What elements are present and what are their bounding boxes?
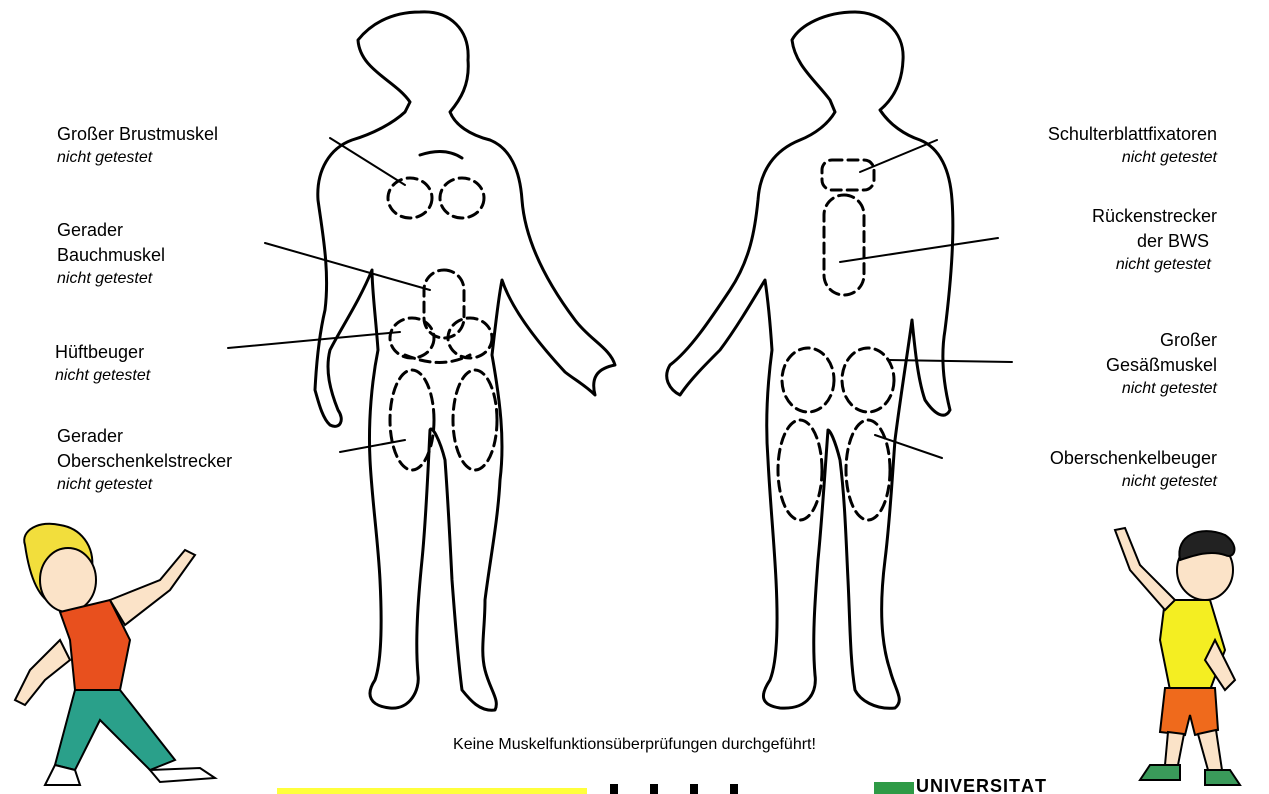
label-name: Hüftbeuger bbox=[55, 342, 144, 362]
label-status: nicht getestet bbox=[1048, 147, 1217, 169]
logo-yellow-bar bbox=[277, 788, 587, 794]
label-status: nicht getestet bbox=[1092, 254, 1217, 276]
label-name-line-1: Gerader bbox=[57, 424, 232, 449]
label-status: nicht getestet bbox=[57, 147, 218, 169]
label-schulterblattfixatoren: Schulterblattfixatoren nicht getestet bbox=[1048, 122, 1217, 169]
label-name: Oberschenkelbeuger bbox=[1050, 448, 1217, 468]
label-status: nicht getestet bbox=[55, 365, 150, 387]
logo-green-block bbox=[874, 782, 914, 794]
label-name-line-2: Oberschenkelstrecker bbox=[57, 449, 232, 474]
label-oberschenkelbeuger: Oberschenkelbeuger nicht getestet bbox=[1050, 446, 1217, 493]
label-name-line-1: Gerader bbox=[57, 218, 165, 243]
label-grosser-brustmuskel: Großer Brustmuskel nicht getestet bbox=[57, 122, 218, 169]
label-status: nicht getestet bbox=[1106, 378, 1217, 400]
label-name: Schulterblattfixatoren bbox=[1048, 124, 1217, 144]
label-name-line-1: Rückenstrecker bbox=[1092, 204, 1217, 229]
logo-dark-mark bbox=[610, 784, 740, 794]
label-name-line-2: der BWS bbox=[1092, 229, 1217, 254]
label-name-line-2: Bauchmuskel bbox=[57, 243, 165, 268]
label-rueckenstrecker-bws: Rückenstrecker der BWS nicht getestet bbox=[1092, 204, 1217, 276]
label-hueftbeuger: Hüftbeuger nicht getestet bbox=[55, 340, 150, 387]
label-status: nicht getestet bbox=[57, 268, 165, 290]
footer-message: Keine Muskelfunktionsüberprüfungen durch… bbox=[0, 736, 1269, 754]
back-muscle-zones bbox=[778, 160, 894, 520]
label-name: Großer Brustmuskel bbox=[57, 124, 218, 144]
label-grosser-gesaessmuskel: Großer Gesäßmuskel nicht getestet bbox=[1106, 328, 1217, 400]
pointer-lines bbox=[228, 138, 1012, 458]
front-muscle-zones bbox=[388, 178, 497, 470]
label-status: nicht getestet bbox=[1050, 471, 1217, 493]
university-logo-text: UNIVERSITÄT bbox=[916, 778, 1047, 794]
label-gerader-oberschenkelstrecker: Gerader Oberschenkelstrecker nicht getes… bbox=[57, 424, 232, 496]
label-name-line-1: Großer bbox=[1106, 328, 1217, 353]
label-status: nicht getestet bbox=[57, 474, 232, 496]
label-gerader-bauchmuskel: Gerader Bauchmuskel nicht getestet bbox=[57, 218, 165, 290]
label-name-line-2: Gesäßmuskel bbox=[1106, 353, 1217, 378]
front-body-outline bbox=[315, 12, 615, 710]
